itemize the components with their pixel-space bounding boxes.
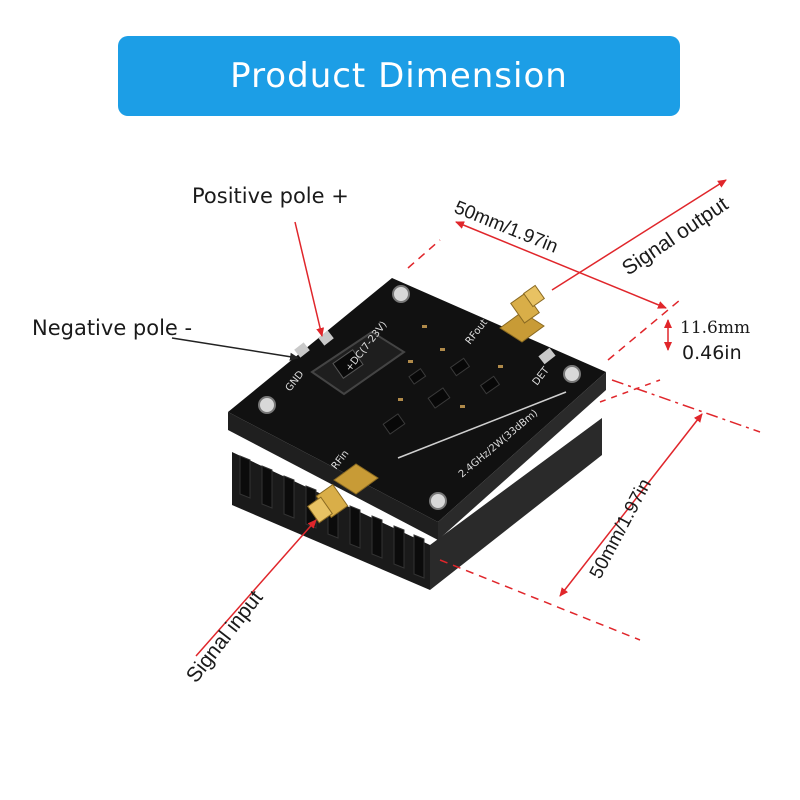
positive-pole-pointer xyxy=(294,221,325,337)
dc-pad xyxy=(318,330,334,346)
depth-dimension-arrow xyxy=(559,413,703,597)
negative-pole-label: Negative pole - xyxy=(32,316,193,340)
positive-pole-label: Positive pole + xyxy=(192,184,349,208)
depth-dimension-label: 50mm/1.97in xyxy=(586,476,656,583)
signal-input-label: Signal input xyxy=(182,586,268,687)
rf-input-connector xyxy=(307,463,379,524)
title-banner: Product Dimension xyxy=(118,36,680,116)
negative-pole-pointer xyxy=(171,337,299,361)
det-pad xyxy=(538,347,556,365)
page-title: Product Dimension xyxy=(230,56,568,96)
height-mm-label: 11.6mm xyxy=(680,318,751,338)
height-in-label: 0.46in xyxy=(682,342,742,364)
signal-output-pointer xyxy=(551,179,727,291)
signal-input-pointer xyxy=(195,519,317,657)
dimension-lines xyxy=(195,179,761,657)
heatsink xyxy=(232,418,602,590)
width-dimension-arrow xyxy=(455,221,667,309)
signal-output-label: Signal output xyxy=(618,192,733,280)
